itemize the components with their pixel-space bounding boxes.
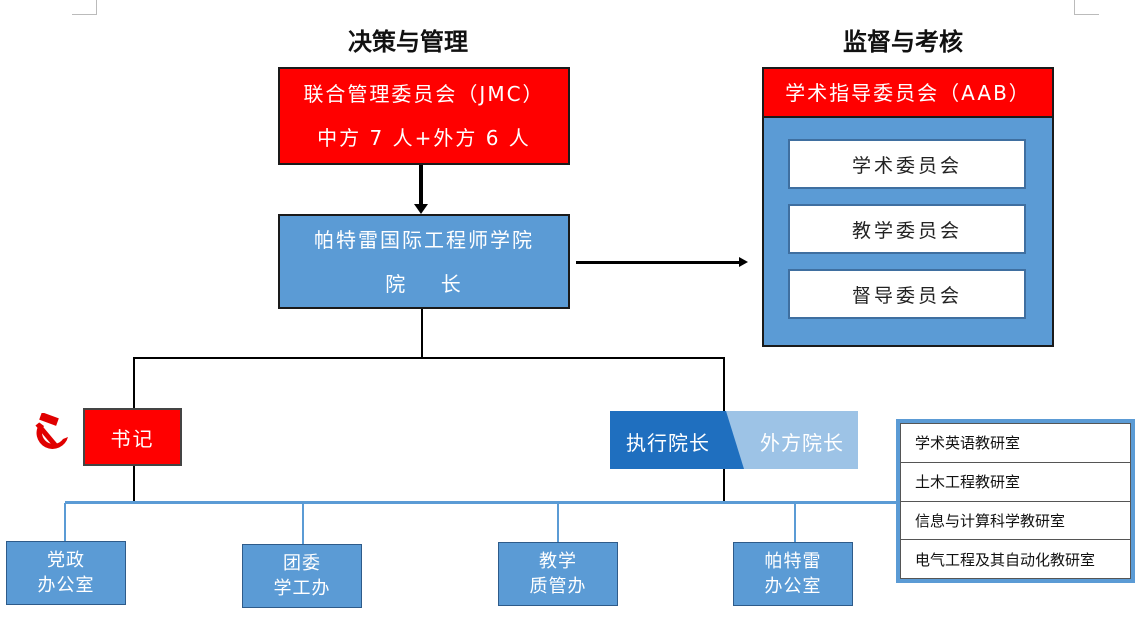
dean-box: 帕特雷国际工程师学院 院 长	[278, 214, 570, 309]
connector-executive-down	[723, 469, 725, 502]
committee-teaching: 教学委员会	[788, 204, 1026, 254]
connector-branch-horizontal	[133, 357, 725, 359]
arrowhead-jmc-to-dean	[414, 204, 428, 214]
page-corner-top-right	[1074, 0, 1099, 15]
committee-supervision: 督导委员会	[788, 269, 1026, 319]
office-patras-line2: 办公室	[764, 576, 822, 597]
office-party-admin-line2: 办公室	[37, 575, 95, 596]
arrow-dean-to-aab	[576, 261, 741, 264]
office-league-student-line2: 学工办	[273, 578, 331, 599]
aab-title-box: 学术指导委员会（AAB）	[762, 67, 1054, 118]
section-electrical-engineering: 电气工程及其自动化教研室	[915, 550, 1096, 569]
connector-to-secretary	[133, 357, 135, 409]
connector-dean-down	[421, 309, 423, 358]
connector-secretary-down	[133, 466, 135, 502]
page-corner-top-left	[72, 0, 97, 15]
executive-box: 执行院长 外方院长	[610, 411, 858, 469]
connector-office-2	[302, 503, 304, 544]
office-patras: 帕特雷 办公室	[733, 542, 853, 606]
teaching-sections-panel: 学术英语教研室 土木工程教研室 信息与计算科学教研室 电气工程及其自动化教研室	[896, 419, 1135, 583]
executive-dean-label: 执行院长	[626, 431, 710, 455]
hammer-sickle-icon	[30, 412, 76, 455]
office-patras-line1: 帕特雷	[764, 551, 822, 572]
aab-title: 学术指导委员会（AAB）	[785, 80, 1031, 105]
heading-supervision: 监督与考核	[843, 28, 963, 56]
secretary-label: 书记	[110, 426, 155, 451]
arrowhead-dean-to-aab	[739, 257, 748, 267]
office-teaching-quality-line1: 教学	[539, 551, 577, 572]
heading-decision: 决策与管理	[348, 28, 468, 56]
section-academic-english: 学术英语教研室	[901, 424, 1130, 463]
secretary-box: 书记	[83, 408, 182, 466]
section-information-computing: 信息与计算科学教研室	[901, 502, 1130, 541]
section-civil-engineering: 土木工程教研室	[901, 463, 1130, 502]
office-league-student: 团委 学工办	[242, 544, 362, 608]
connector-office-3	[557, 503, 559, 542]
jmc-title: 联合管理委员会（JMC）	[303, 82, 545, 106]
connector-office-4	[794, 503, 796, 542]
office-party-admin: 党政 办公室	[6, 541, 126, 605]
arrow-jmc-to-dean	[419, 165, 423, 207]
office-teaching-quality-line2: 质管办	[529, 576, 587, 597]
connector-office-1	[64, 503, 66, 541]
office-league-student-line1: 团委	[283, 553, 321, 574]
dean-institute-name: 帕特雷国际工程师学院	[314, 227, 534, 252]
connector-to-executive	[723, 357, 725, 412]
committee-academic: 学术委员会	[788, 139, 1026, 189]
office-teaching-quality: 教学 质管办	[498, 542, 618, 606]
foreign-dean-label: 外方院长	[760, 431, 844, 455]
jmc-members: 中方 7 人+外方 6 人	[317, 126, 531, 150]
office-party-admin-line1: 党政	[47, 550, 85, 571]
jmc-box: 联合管理委员会（JMC） 中方 7 人+外方 6 人	[278, 67, 570, 165]
connector-offices-horizontal	[65, 501, 896, 504]
dean-title: 院 长	[385, 271, 463, 296]
